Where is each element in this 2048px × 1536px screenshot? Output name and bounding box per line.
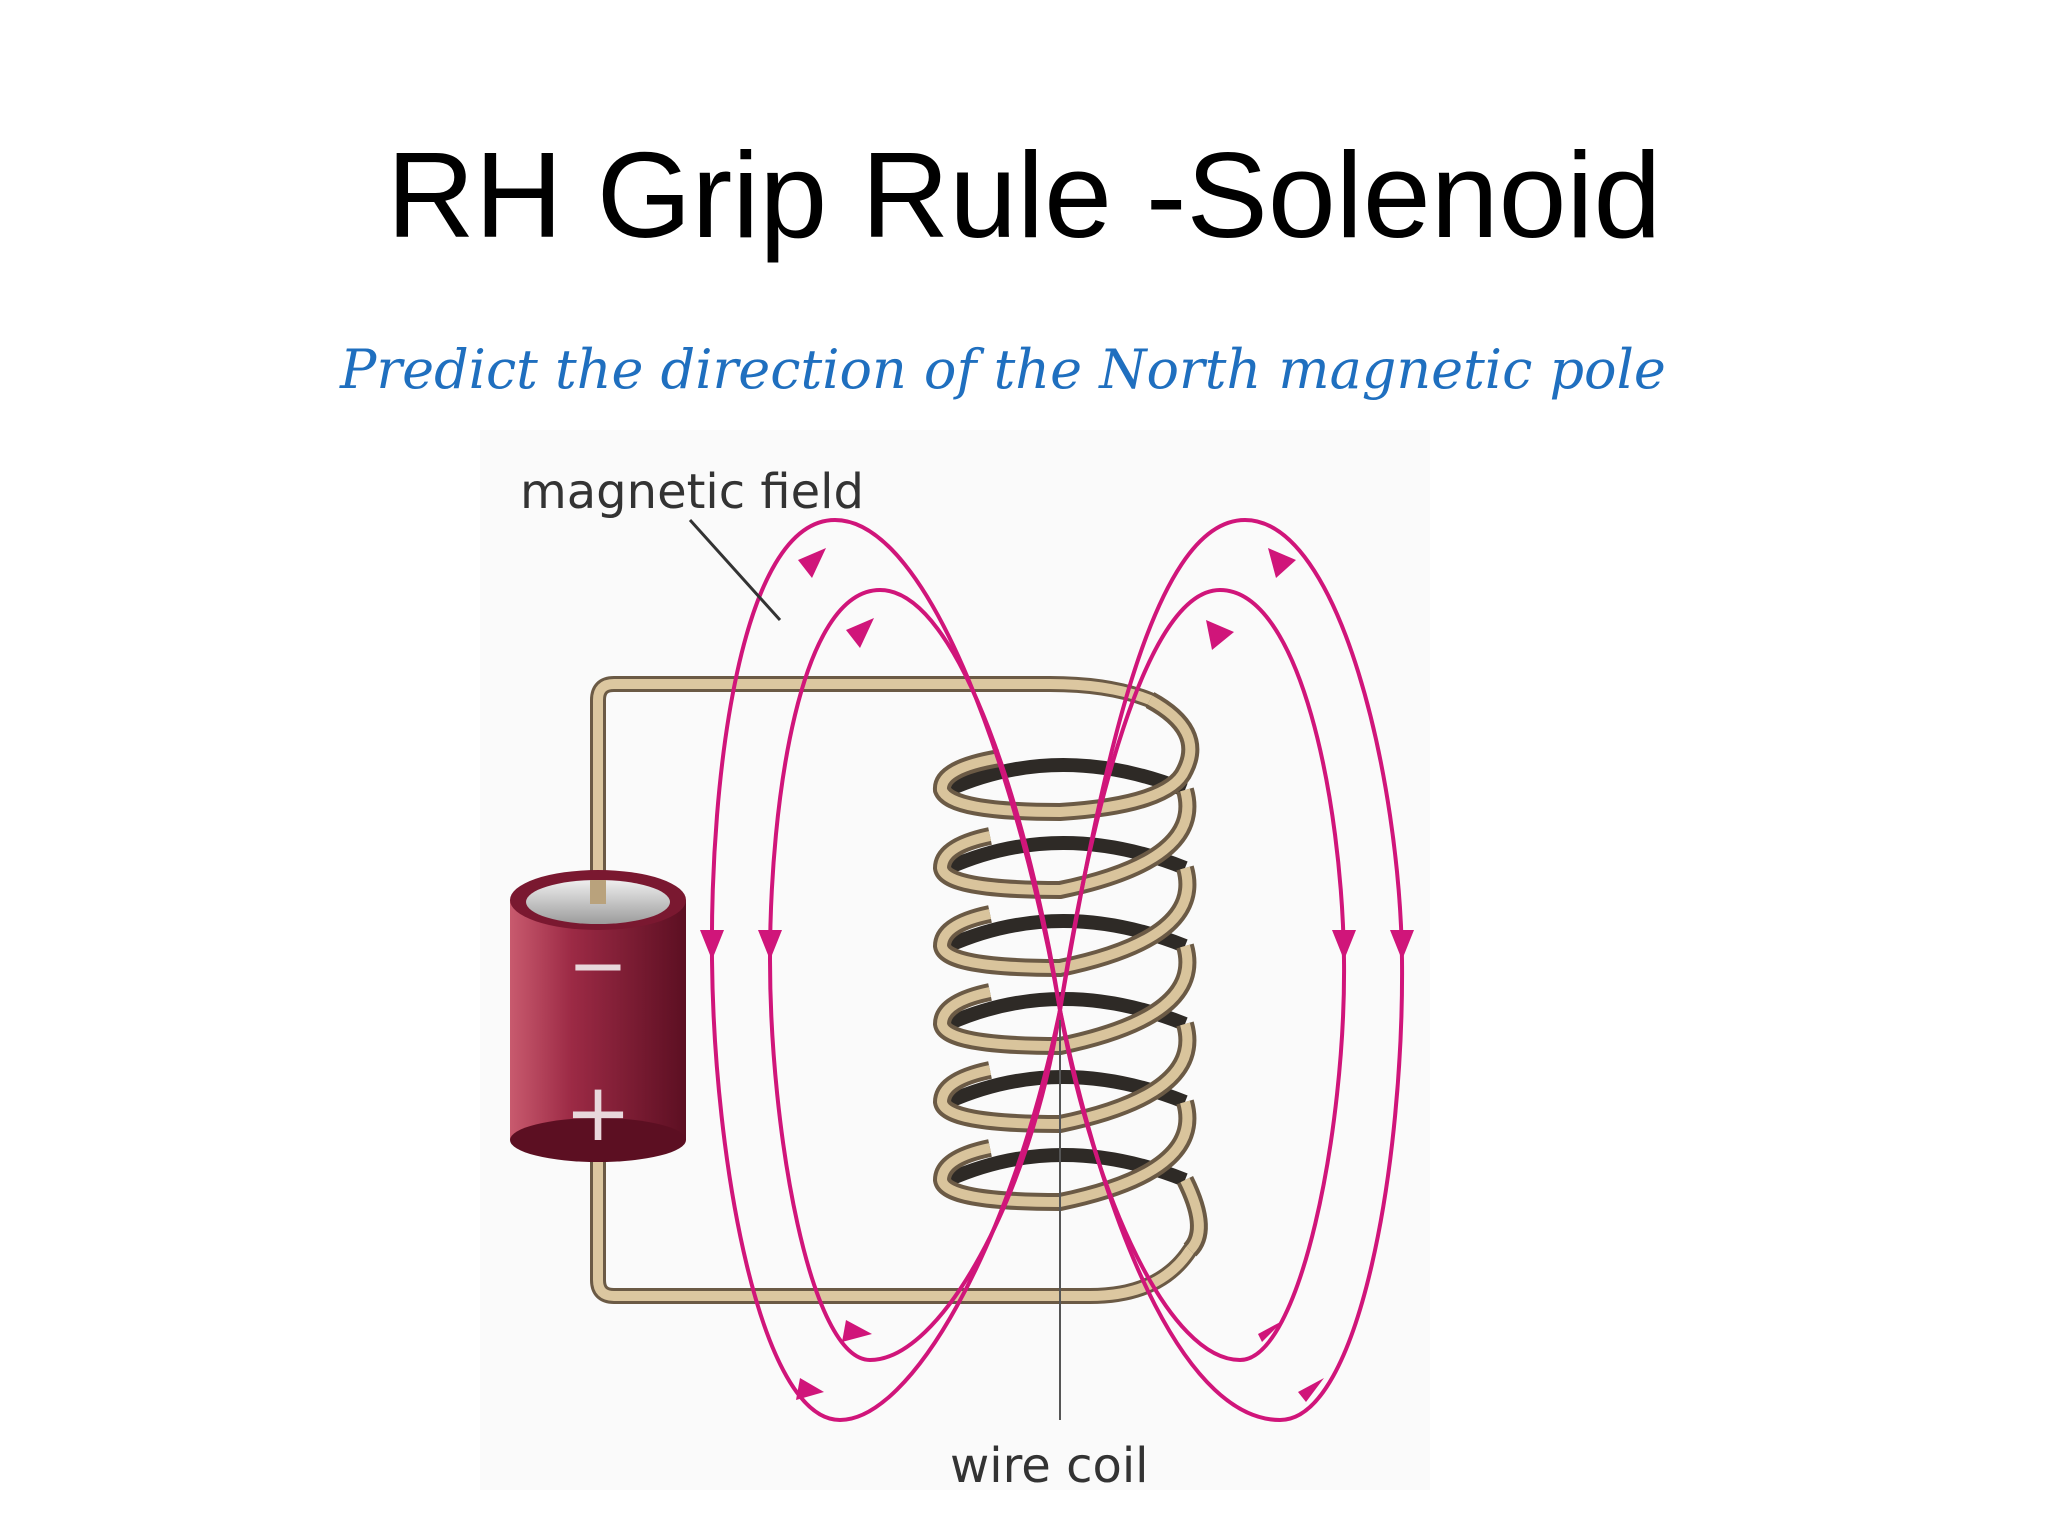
coil-front [932,692,1208,1257]
arrow-icon [1258,1320,1284,1342]
arrow-icon [1206,620,1234,650]
battery-body [510,900,686,1140]
arrow-icon [1332,930,1356,960]
arrow-icon [1298,1378,1324,1402]
magnetic-field-leader-line [688,518,782,622]
arrow-icon [798,548,826,578]
arrow-icon [1390,930,1414,960]
arrow-icon [700,930,724,960]
battery-terminal [590,880,606,904]
arrow-icon [758,930,782,960]
battery-negative-symbol: − [568,923,628,1007]
label-wire-coil: wire coil [950,1438,1149,1494]
field-arrows [700,548,1414,1402]
battery: − + [510,870,686,1162]
slide-title: RH Grip Rule -Solenoid [386,127,1662,263]
circuit-wire [590,676,1198,1304]
slide-subtitle: Predict the direction of the North magne… [340,338,1666,401]
wire-bottom-lead-fill [593,1135,1195,1301]
battery-bottom [510,1118,686,1162]
battery-positive-symbol: + [564,1066,631,1159]
arrow-icon [796,1378,824,1400]
label-magnetic-field: magnetic field [520,464,864,520]
arrow-icon [842,1320,872,1342]
arrow-icon [1268,548,1296,578]
arrow-icon [846,618,874,648]
wire-top-lead-fill [593,679,1155,895]
